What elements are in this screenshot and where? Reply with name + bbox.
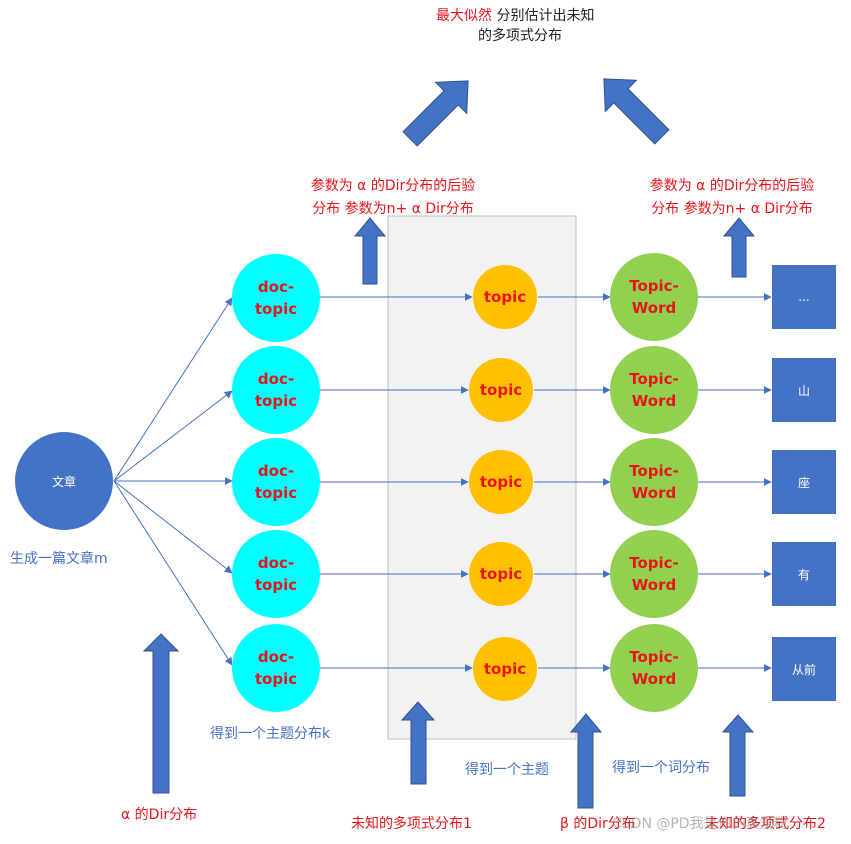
unknown-multinomial-1-label: 未知的多项式分布1: [351, 816, 472, 832]
article-caption: 生成一篇文章m: [10, 551, 108, 567]
topic-node: topic: [469, 358, 533, 422]
watermark: CSDN @PD我是你的真爱粉: [612, 816, 788, 832]
posterior-label-left: 参数为 α 的Dir分布的后验 分布 参数为n+ α Dir分布: [310, 178, 476, 217]
topic-word-node: Topic- Word: [610, 438, 698, 526]
topic-node: topic: [473, 637, 537, 701]
topic-word-node: Topic- Word: [610, 346, 698, 434]
word-box: 山: [772, 358, 836, 422]
top-title-red: 最大似然: [436, 8, 492, 24]
alpha-dir-label: α 的Dir分布: [121, 807, 198, 823]
block-arrow-up-right-icon: [402, 80, 469, 147]
arrow-line: [113, 297, 233, 482]
top-title-black: 分别估计出未知: [492, 8, 595, 24]
doc-topic-node: doc- topic: [232, 624, 320, 712]
word-caption: 得到一个词分布: [612, 760, 710, 776]
block-arrow-up-icon: [721, 714, 755, 797]
block-arrow-up-left-icon: [603, 78, 670, 145]
block-arrow-up-icon: [142, 633, 180, 794]
block-arrow-up-icon: [353, 217, 387, 285]
doc-topic-node: doc- topic: [232, 346, 320, 434]
top-title-line1: 最大似然 分别估计出未知: [436, 5, 594, 28]
article-node: 文章: [15, 432, 113, 530]
topic-node: topic: [469, 542, 533, 606]
doc-topic-node: doc- topic: [232, 254, 320, 342]
arrow-line: [113, 390, 233, 482]
arrow-line: [113, 480, 233, 666]
block-arrow-up-icon: [722, 217, 756, 278]
topic-node: topic: [469, 450, 533, 514]
topic-word-node: Topic- Word: [610, 624, 698, 712]
arrow-line: [113, 480, 233, 574]
posterior-label-right: 参数为 α 的Dir分布的后验 分布 参数为n+ α Dir分布: [649, 178, 815, 217]
word-box: 座: [772, 450, 836, 514]
article-label: 文章: [51, 474, 76, 489]
unknown-multinomial-2-label: 未知的多项式分布2: [705, 816, 826, 832]
block-arrow-up-icon: [400, 701, 436, 785]
topic-node: topic: [473, 265, 537, 329]
word-box: ...: [772, 265, 836, 329]
word-box: 从前: [772, 637, 836, 701]
topic-word-node: Topic- Word: [610, 253, 698, 341]
word-box: 有: [772, 542, 836, 606]
topic-word-node: Topic- Word: [610, 530, 698, 618]
doc-topic-node: doc- topic: [232, 438, 320, 526]
top-title-line2: 的多项式分布: [478, 28, 562, 44]
block-arrow-up-icon: [569, 713, 603, 809]
flow-arrows: [320, 293, 772, 672]
article-arrows: [113, 297, 233, 666]
beta-dir-label: β 的Dir分布: [560, 816, 636, 832]
doc-topic-node: doc- topic: [232, 530, 320, 618]
doc-topic-caption: 得到一个主题分布k: [210, 726, 331, 742]
topic-caption: 得到一个主题: [465, 762, 549, 778]
